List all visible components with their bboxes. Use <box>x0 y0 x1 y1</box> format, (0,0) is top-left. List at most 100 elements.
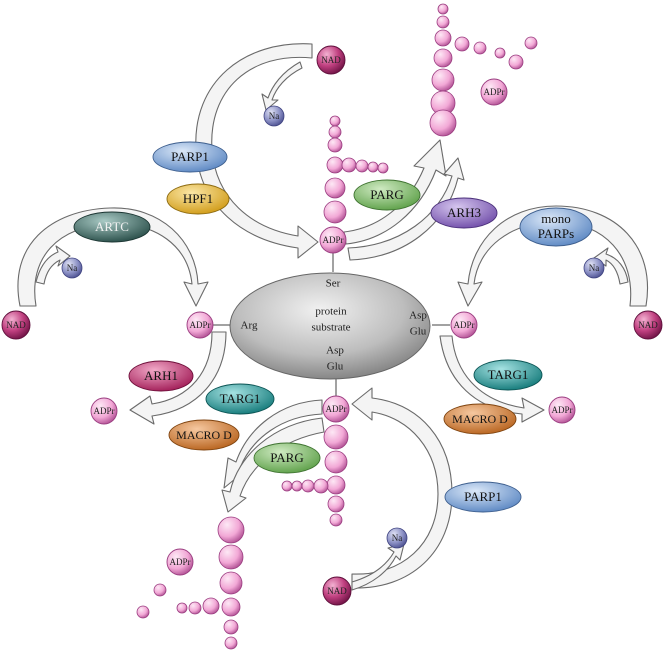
svg-text:NAD: NAD <box>327 586 347 596</box>
enzyme-artc: ARTC <box>73 211 151 243</box>
enzyme-parg-top: PARG <box>353 179 421 211</box>
svg-text:ADPr: ADPr <box>453 320 474 330</box>
nad-bottom: NAD <box>322 576 352 606</box>
enzyme-targ1-right: TARG1 <box>473 359 543 391</box>
nad-top: NAD <box>316 45 346 75</box>
svg-text:ADPr: ADPr <box>325 404 346 414</box>
na-right: Na <box>583 257 605 279</box>
arrow-artc <box>17 207 209 307</box>
svg-text:PARP1: PARP1 <box>171 149 209 164</box>
adpr-bead <box>224 636 238 650</box>
adpr-bead <box>313 478 329 494</box>
adpr-asp-glu-right: ADPr <box>450 311 478 339</box>
arrow-na-bottom <box>351 543 405 591</box>
adpr-bead <box>202 597 220 615</box>
adpr-bead <box>329 513 343 527</box>
substrate-label-line2: substrate <box>311 322 350 334</box>
adpr-bead <box>188 601 202 615</box>
adpr-free-bottom: ADPr <box>166 548 194 576</box>
arrow-na-top <box>261 61 303 111</box>
chain-bottom-on-asp-glu <box>281 424 349 527</box>
adpr-bead <box>327 137 343 153</box>
arrow-arh1 <box>129 331 227 425</box>
adpr-asp-glu-bottom: ADPr <box>322 395 350 423</box>
adpr-bead <box>326 475 346 495</box>
adpr-bead <box>153 583 167 597</box>
svg-text:ADPr: ADPr <box>93 406 114 416</box>
svg-text:NAD: NAD <box>321 55 341 65</box>
adpr-free-left: ADPr <box>90 397 118 425</box>
svg-text:MACRO D: MACRO D <box>452 412 508 426</box>
svg-text:PARPs: PARPs <box>538 226 574 241</box>
svg-text:MACRO D: MACRO D <box>176 428 232 442</box>
nad-molecules: NAD NAD NAD NAD <box>1 45 663 606</box>
svg-text:ARH3: ARH3 <box>447 205 481 220</box>
residue-glu-right: Glu <box>410 326 427 338</box>
adpr-bead <box>454 36 470 52</box>
adpr-bead <box>324 177 346 199</box>
enzyme-parg-bottom: PARG <box>253 442 321 474</box>
adpr-bead <box>218 544 244 570</box>
svg-text:ADPr: ADPr <box>551 405 572 415</box>
enzyme-parp1-top: PARP1 <box>152 141 228 173</box>
adpr-bead <box>219 571 243 595</box>
adpr-molecules: ADPr ADPr ADPr ADPr ADPr ADPr ADPr ADPr <box>90 78 576 576</box>
enzyme-targ1-left: TARG1 <box>205 383 275 415</box>
svg-text:ADPr: ADPr <box>483 87 504 97</box>
svg-text:TARG1: TARG1 <box>220 391 261 406</box>
svg-text:ARH1: ARH1 <box>144 368 178 383</box>
adpr-bead <box>324 450 348 474</box>
svg-text:NAD: NAD <box>638 320 658 330</box>
svg-text:ADPr: ADPr <box>322 235 343 245</box>
svg-text:Na: Na <box>392 533 403 543</box>
enzyme-parp1-bottom: PARP1 <box>444 481 522 513</box>
adpr-bead <box>329 115 341 127</box>
adpr-bead <box>223 619 239 635</box>
arrow-na-left <box>35 245 71 285</box>
enzyme-hpf1: HPF1 <box>166 183 230 215</box>
residue-asp-bottom: Asp <box>326 345 344 357</box>
adpr-bead <box>341 157 357 173</box>
residue-ser: Ser <box>326 278 341 290</box>
nad-left: NAD <box>1 310 31 340</box>
enzyme-macro-d-right: MACRO D <box>443 403 517 435</box>
adpr-free-right: ADPr <box>548 396 576 424</box>
adpr-bead <box>473 41 487 55</box>
adpr-bead <box>281 480 293 492</box>
adpr-bead <box>431 68 455 92</box>
substrate-label-line1: protein <box>315 306 347 318</box>
enzymes: PARP1 HPF1 PARG ARH3 ARTC mono PARPs ARH… <box>73 141 593 513</box>
adpr-bead <box>323 424 349 450</box>
adpr-bead <box>377 162 389 174</box>
adpr-bead <box>433 48 453 68</box>
svg-text:PARP1: PARP1 <box>464 489 502 504</box>
adpr-bead <box>176 602 188 614</box>
adpr-arg: ADPr <box>186 311 214 339</box>
adpr-bead <box>436 15 450 29</box>
svg-text:ADPr: ADPr <box>169 557 190 567</box>
svg-text:ARTC: ARTC <box>95 219 129 234</box>
adpr-bead <box>508 54 524 70</box>
adpr-bead <box>429 109 457 137</box>
svg-text:ADPr: ADPr <box>189 320 210 330</box>
residue-arg: Arg <box>241 320 258 332</box>
residue-asp-right: Asp <box>409 310 427 322</box>
arrow-parp1-bottom <box>351 387 453 589</box>
na-molecules: Na Na Na Na <box>61 105 605 549</box>
adpr-ser: ADPr <box>319 226 347 254</box>
adpr-bead <box>326 156 344 174</box>
na-left: Na <box>61 257 83 279</box>
enzyme-arh3: ARH3 <box>430 197 498 229</box>
svg-text:TARG1: TARG1 <box>488 367 529 382</box>
arrows-layer <box>17 43 648 591</box>
adpr-bead <box>494 47 506 59</box>
adpr-bead <box>301 479 315 493</box>
svg-text:Na: Na <box>269 111 280 121</box>
enzyme-mono-parps: mono PARPs <box>519 207 593 247</box>
svg-text:Na: Na <box>589 263 600 273</box>
adpr-bead <box>434 29 452 47</box>
svg-text:NAD: NAD <box>6 320 26 330</box>
adpr-bead <box>221 597 241 617</box>
adpr-free-top: ADPr <box>480 78 508 106</box>
adpr-bead <box>327 495 345 513</box>
